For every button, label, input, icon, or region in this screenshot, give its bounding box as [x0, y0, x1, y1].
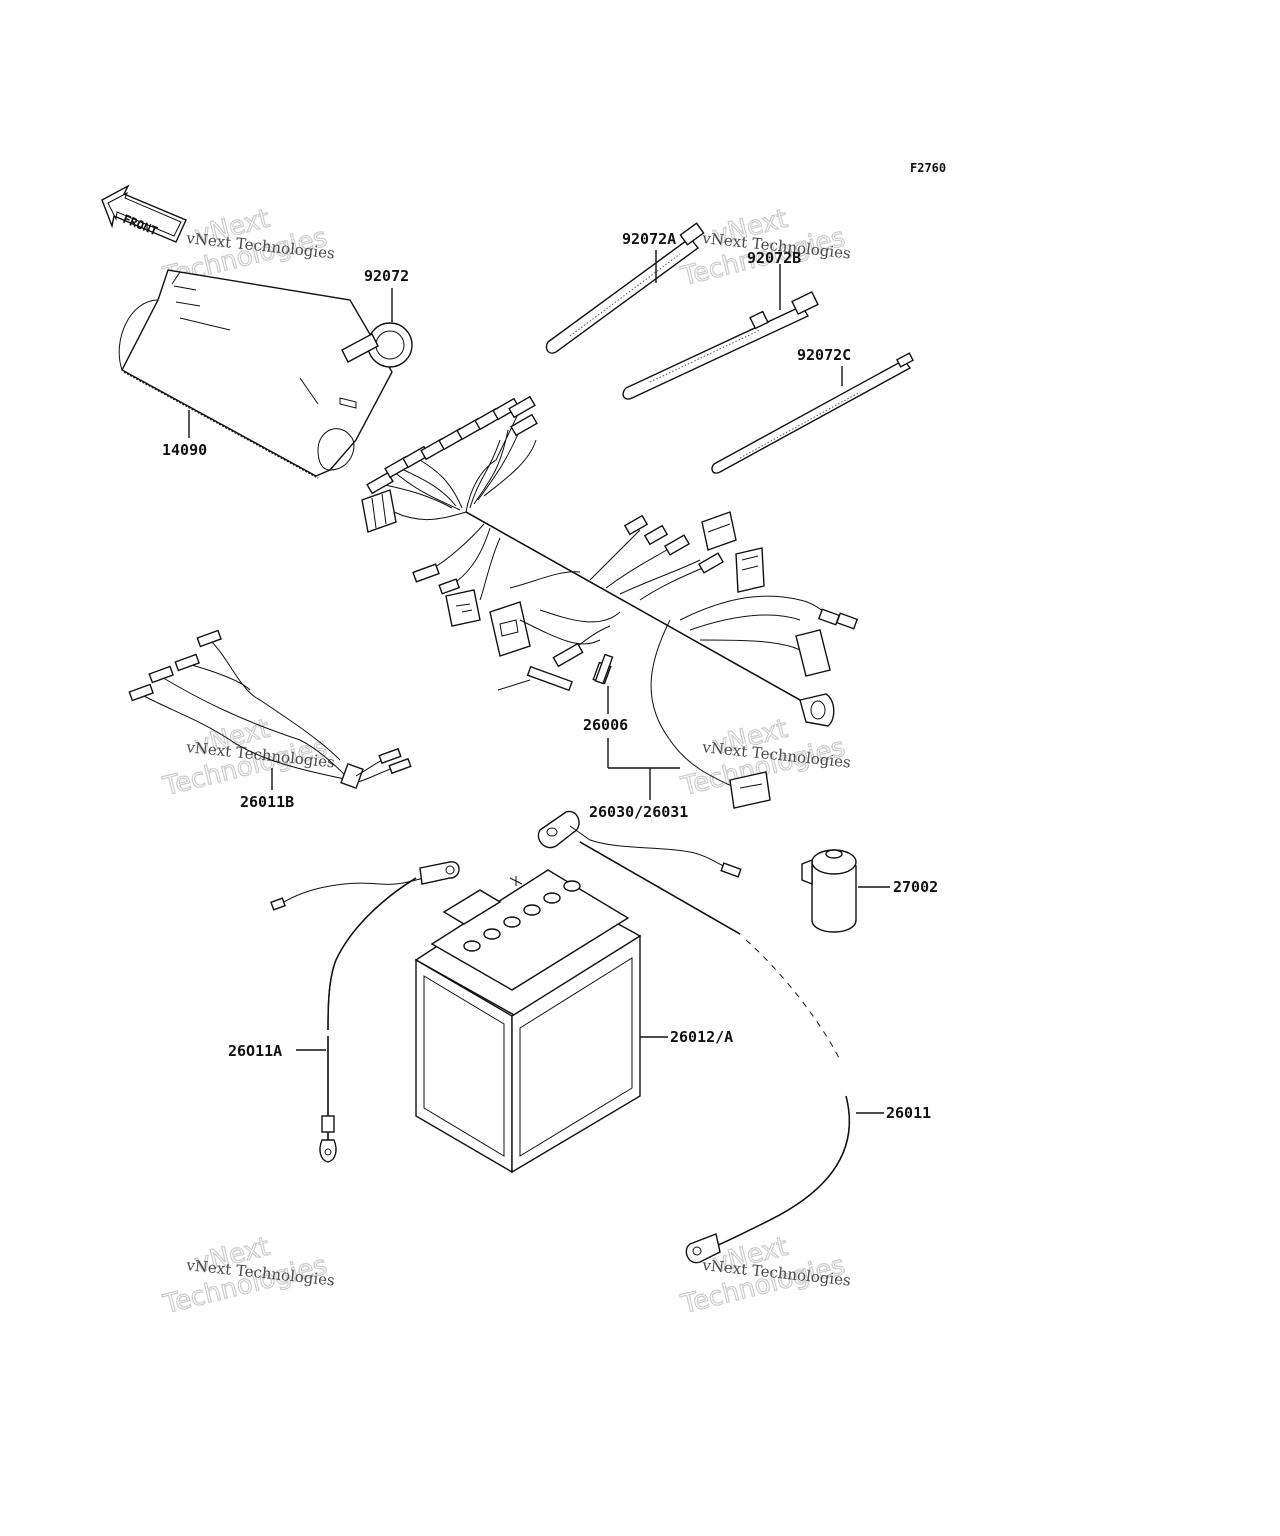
part-label-92072C: 92072C: [797, 346, 851, 364]
front-arrow-icon: FRONT: [101, 184, 187, 243]
strap-92072A: [545, 222, 705, 354]
part-label-27002: 27002: [893, 878, 938, 896]
main-wiring-harness: [361, 395, 859, 809]
part-label-92072: 92072: [364, 267, 409, 285]
strap-92072B: [622, 264, 819, 400]
figure-code: F2760: [910, 161, 946, 175]
part-label-26011B: 26011B: [240, 793, 294, 811]
leader-26030: [607, 738, 680, 800]
part-label-14090: 14090: [162, 441, 207, 459]
part-label-26011: 26011: [886, 1104, 931, 1122]
part-label-26011A: 26O11A: [228, 1042, 282, 1060]
part-label-26012-A: 26012/A: [670, 1028, 733, 1046]
strap-92072C: [711, 352, 915, 474]
part-label-92072B: 92072B: [747, 249, 801, 267]
cable-clamp-92072: [341, 288, 413, 368]
part-label-26006: 26006: [583, 716, 628, 734]
fuse-26006: [594, 653, 614, 714]
part-label-26030-26031: 26030/26031: [589, 803, 688, 821]
cable-26011A: [270, 861, 460, 1163]
relay-27002: [801, 849, 890, 933]
battery-26012: [414, 869, 668, 1174]
sub-harness-26011B: [128, 629, 412, 790]
cover-sheet-14090: [118, 269, 393, 479]
part-label-92072A: 92072A: [622, 230, 676, 248]
cable-26011: [537, 810, 884, 1264]
